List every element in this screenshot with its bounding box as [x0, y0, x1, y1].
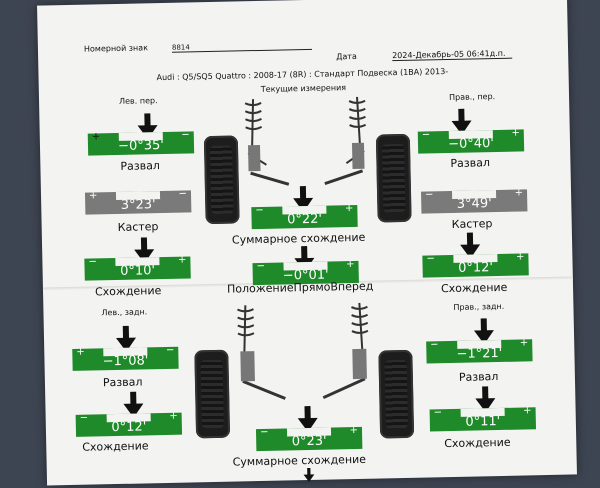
- front-left-label: Лев. пер.: [118, 96, 158, 106]
- front-right-toe-bar: − + 0°12': [422, 251, 529, 278]
- front-right-camber-bar: − + −0°40': [417, 128, 525, 154]
- front-right-wheel-icon: [375, 133, 412, 223]
- front-suspension-icon: [244, 96, 367, 186]
- vehicle-info: Audi : Q5/SQ5 Quattro : 2008-17 (8R) : С…: [156, 67, 449, 83]
- arrow-down-icon: [293, 186, 314, 213]
- plate-value: 8814: [171, 40, 313, 53]
- front-left-caster-label: Кастер: [117, 220, 159, 234]
- printout-sheet: Номерной знак 8814 Дата 2024-Декабрь-05 …: [37, 0, 577, 486]
- arrow-down-icon: [123, 391, 144, 418]
- front-left-caster-bar: + − 3°23': [84, 189, 192, 215]
- front-right-caster-label: Кастер: [451, 217, 493, 231]
- rear-left-camber-bar: + − −1°08': [72, 345, 179, 371]
- setback-label: ПоложениеПрямоВперед: [226, 279, 374, 296]
- arrow-down-icon: [297, 405, 318, 433]
- arrow-down-icon: [134, 237, 155, 264]
- front-left-wheel-icon: [203, 135, 240, 225]
- front-left-toe-bar: − + 0°10': [84, 255, 191, 281]
- rear-right-toe-label: Схождение: [444, 435, 511, 451]
- rear-right-toe-bar: − + 0°11': [429, 405, 537, 432]
- rear-left-camber-label: Развал: [102, 375, 143, 390]
- front-total-toe-label: Суммарное схождение: [231, 230, 366, 247]
- front-right-label: Прав., пер.: [448, 92, 496, 102]
- date-label: Дата: [336, 51, 357, 62]
- date-value: 2024-Декабрь-05 06:41д.п.: [392, 48, 513, 62]
- front-right-caster-bar: − + 3°49': [421, 187, 528, 214]
- front-left-camber-label: Развал: [120, 159, 161, 173]
- arrow-down-icon: [475, 386, 496, 413]
- rear-right-camber-label: Развал: [458, 370, 499, 384]
- plate-label: Номерной знак: [83, 43, 149, 54]
- rear-right-label: Прав., задн.: [453, 301, 505, 312]
- arrow-down-icon: [460, 232, 481, 259]
- rear-left-label: Лев., задн.: [101, 307, 148, 318]
- front-right-camber-label: Развал: [450, 156, 491, 170]
- arrow-down-icon: [303, 467, 315, 483]
- rear-left-wheel-icon: [194, 349, 231, 439]
- rear-suspension-icon: [237, 302, 369, 400]
- front-right-toe-label: Схождение: [440, 280, 508, 296]
- rear-right-camber-bar: − + −1°21': [426, 337, 533, 364]
- front-total-toe-bar: − + 0°22': [251, 203, 358, 230]
- arrow-down-icon: [451, 108, 472, 135]
- arrow-down-icon: [473, 318, 494, 345]
- arrow-down-icon: [116, 325, 137, 352]
- rear-left-toe-bar: − + 0°12': [75, 411, 183, 437]
- front-left-camber-bar: + − −0°35': [87, 129, 195, 156]
- rear-right-wheel-icon: [378, 349, 415, 439]
- rear-total-toe-bar: − + 0°23': [255, 425, 363, 452]
- rear-left-toe-label: Схождение: [82, 439, 149, 454]
- front-left-toe-label: Схождение: [94, 284, 162, 299]
- rear-total-toe-label: Суммарное схождение: [232, 452, 367, 469]
